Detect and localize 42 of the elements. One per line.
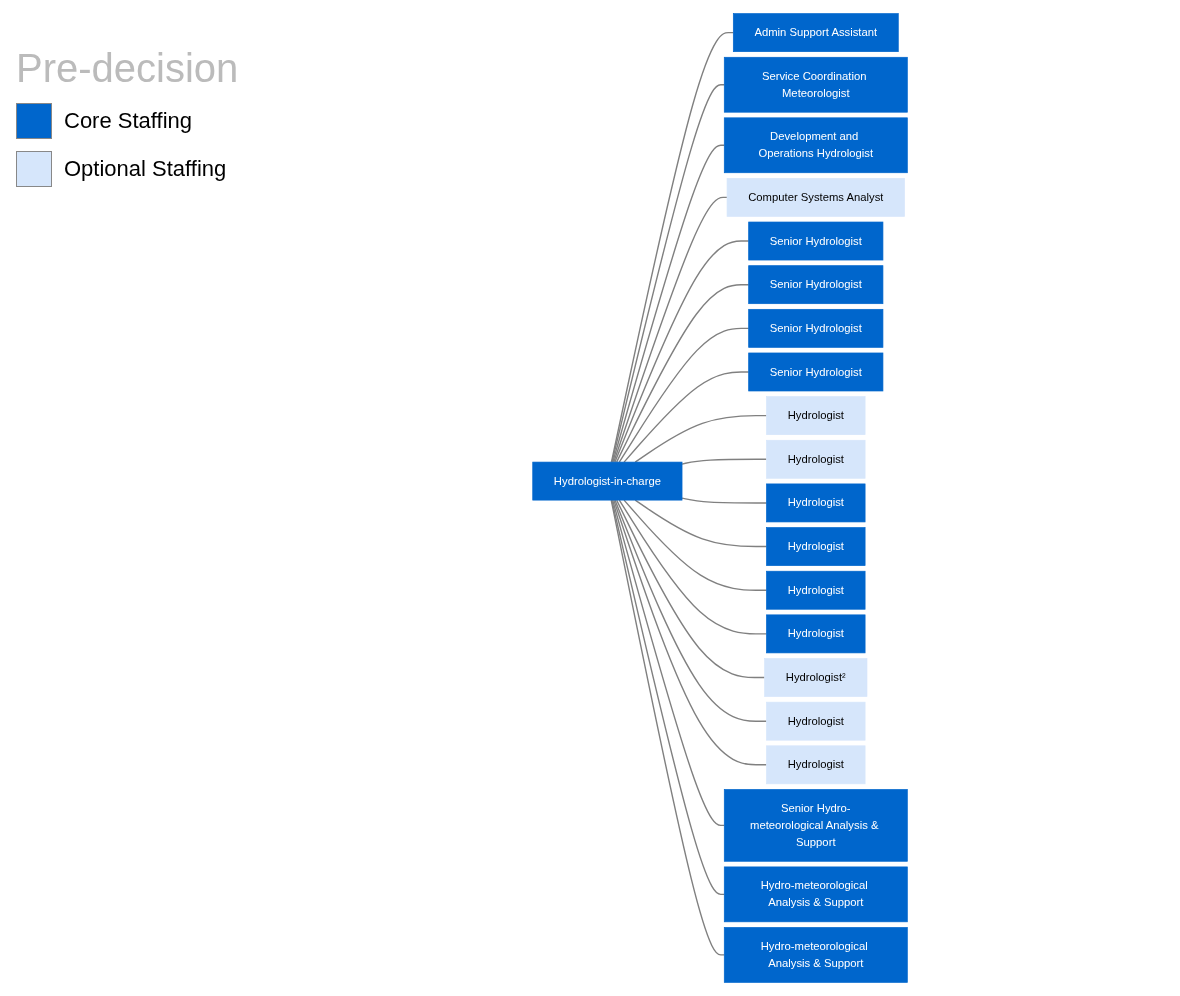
- node-box: Hydrologist: [766, 745, 866, 785]
- connector: [681, 497, 768, 504]
- node-box: Senior Hydrologist: [748, 265, 884, 305]
- node-box: Hydrologist: [766, 701, 866, 741]
- connector: [615, 283, 750, 463]
- legend-label: Optional Staffing: [64, 156, 227, 182]
- node-box: Computer Systems Analyst: [726, 178, 905, 217]
- connector: [618, 327, 750, 463]
- connector: [614, 499, 768, 722]
- node-box: Hydrologist: [766, 439, 866, 479]
- connector: [610, 31, 734, 463]
- node-box: Service Coordination Meteorologist: [723, 56, 908, 113]
- connector: [634, 414, 768, 463]
- connector: [614, 240, 750, 463]
- connector: [623, 371, 750, 463]
- node-box: Hydrologist: [766, 483, 866, 523]
- node-box: Senior Hydro-meteorological Analysis & Support: [723, 789, 908, 862]
- node-box: Hydrologist: [766, 614, 866, 654]
- connector: [615, 499, 766, 679]
- node-box: Hydrologist: [766, 570, 866, 610]
- node-box: Senior Hydrologist: [748, 308, 884, 348]
- connector: [618, 499, 768, 635]
- connector: [611, 84, 725, 463]
- node-box: Development and Operations Hydrologist: [723, 117, 908, 174]
- node-box: Senior Hydrologist: [748, 221, 884, 261]
- node-box: Hydro-meteorological Analysis & Support: [723, 927, 908, 983]
- connector: [623, 499, 768, 591]
- node-box: Hydrologist: [766, 527, 866, 566]
- node-box: Senior Hydrologist: [748, 352, 884, 392]
- node-box: Admin Support Assistant: [732, 13, 899, 52]
- connector: [613, 499, 768, 766]
- node-box: Hydrologist²: [764, 658, 868, 697]
- connector: [681, 458, 768, 465]
- node-box: Hydrologist: [766, 396, 866, 435]
- stamp-text: Pre-decision: [16, 46, 240, 91]
- node-box: Hydro-meteorological Analysis & Support: [723, 866, 908, 923]
- connector: [612, 144, 725, 463]
- node-box: Hydrologist-in-charge: [532, 461, 683, 501]
- connector: [613, 196, 728, 463]
- connector: [611, 499, 725, 827]
- legend-label: Core Staffing: [64, 108, 192, 134]
- connector: [634, 499, 768, 548]
